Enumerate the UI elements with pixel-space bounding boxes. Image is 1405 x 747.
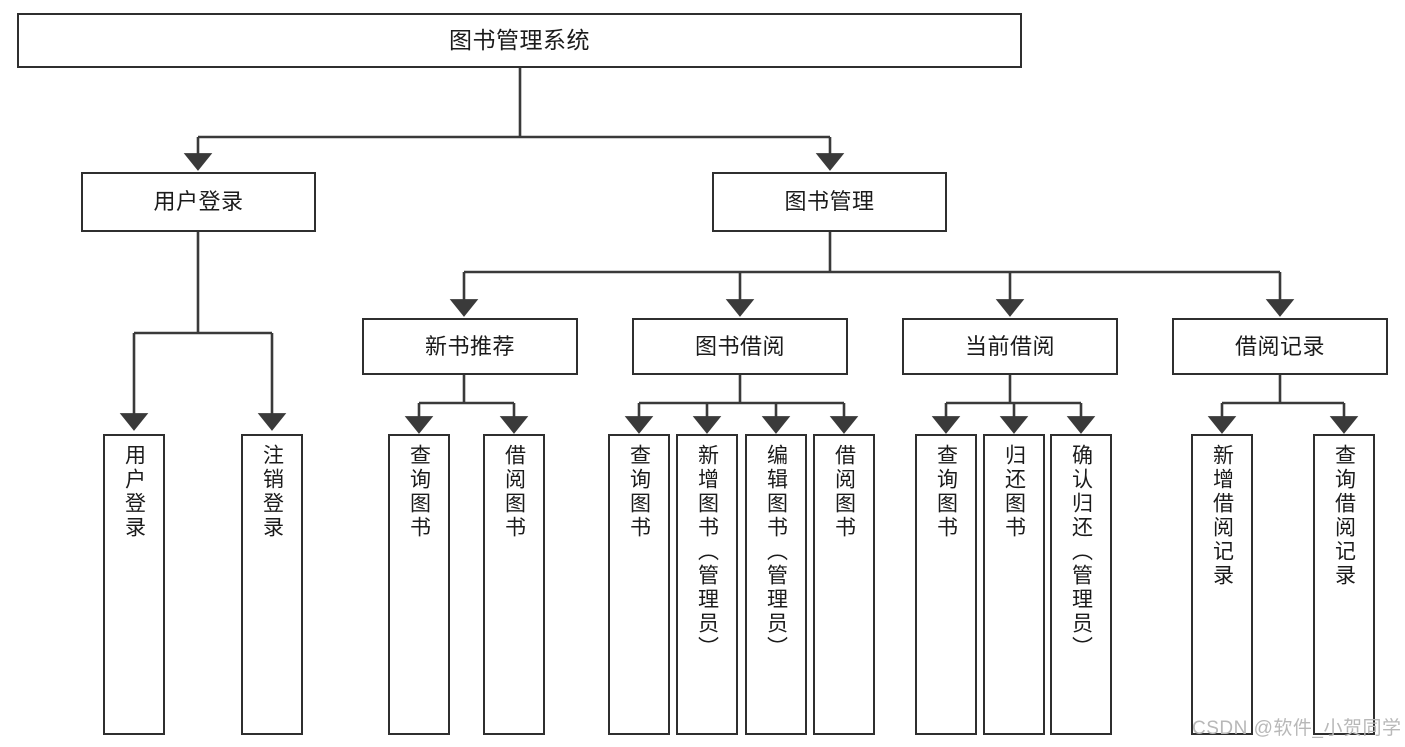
node-borrow-record-label: 借阅记录 [1234, 333, 1325, 359]
node-book-borrow[interactable]: 图书借阅 [632, 318, 848, 375]
node-leaf-query-book-borrow[interactable]: 查询图书 [608, 434, 670, 735]
node-leaf-query-book-recommend-label: 查询图书 [407, 444, 431, 540]
node-leaf-add-book-admin[interactable]: 新增图书（管理员） [676, 434, 738, 735]
node-leaf-borrow-book-label: 借阅图书 [832, 444, 856, 540]
watermark: CSDN @软件_小贺同学 [1192, 718, 1402, 739]
node-root-label: 图书管理系统 [449, 26, 590, 53]
node-leaf-add-borrow-record[interactable]: 新增借阅记录 [1191, 434, 1253, 735]
node-leaf-return-book[interactable]: 归还图书 [983, 434, 1045, 735]
node-new-book-recommend-label: 新书推荐 [424, 333, 515, 359]
node-leaf-user-logout[interactable]: 注销登录 [241, 434, 303, 735]
node-leaf-borrow-book-recommend[interactable]: 借阅图书 [483, 434, 545, 735]
node-leaf-user-login-label: 用户登录 [122, 444, 146, 540]
node-user-login-label: 用户登录 [153, 189, 244, 215]
node-leaf-user-login[interactable]: 用户登录 [103, 434, 165, 735]
node-book-borrow-label: 图书借阅 [694, 333, 785, 359]
node-book-management-label: 图书管理 [784, 189, 875, 215]
node-leaf-query-book-recommend[interactable]: 查询图书 [388, 434, 450, 735]
node-leaf-add-book-admin-label: 新增图书（管理员） [695, 444, 719, 660]
node-leaf-borrow-book[interactable]: 借阅图书 [813, 434, 875, 735]
node-leaf-edit-book-admin-label: 编辑图书（管理员） [764, 444, 788, 660]
node-leaf-return-book-label: 归还图书 [1002, 444, 1026, 540]
node-borrow-record[interactable]: 借阅记录 [1172, 318, 1388, 375]
node-current-borrow-label: 当前借阅 [964, 333, 1055, 359]
node-leaf-query-borrow-record[interactable]: 查询借阅记录 [1313, 434, 1375, 735]
node-leaf-confirm-return-admin-label: 确认归还（管理员） [1069, 444, 1093, 660]
node-leaf-query-book-borrow-label: 查询图书 [627, 444, 651, 540]
node-leaf-query-borrow-record-label: 查询借阅记录 [1332, 444, 1356, 588]
node-leaf-query-book-current[interactable]: 查询图书 [915, 434, 977, 735]
node-leaf-user-logout-label: 注销登录 [260, 444, 284, 540]
node-user-login[interactable]: 用户登录 [81, 172, 316, 232]
node-leaf-borrow-book-recommend-label: 借阅图书 [502, 444, 526, 540]
node-new-book-recommend[interactable]: 新书推荐 [362, 318, 578, 375]
node-leaf-confirm-return-admin[interactable]: 确认归还（管理员） [1050, 434, 1112, 735]
node-book-management[interactable]: 图书管理 [712, 172, 947, 232]
node-leaf-query-book-current-label: 查询图书 [934, 444, 958, 540]
node-leaf-add-borrow-record-label: 新增借阅记录 [1210, 444, 1234, 588]
node-root[interactable]: 图书管理系统 [17, 13, 1022, 68]
node-leaf-edit-book-admin[interactable]: 编辑图书（管理员） [745, 434, 807, 735]
node-current-borrow[interactable]: 当前借阅 [902, 318, 1118, 375]
